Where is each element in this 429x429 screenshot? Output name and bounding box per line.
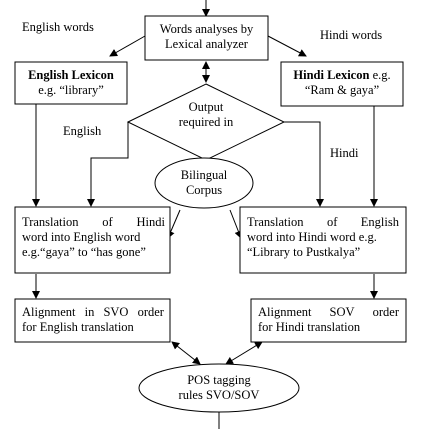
english-to-hindi-translation-box bbox=[239, 206, 407, 274]
hindi-lexicon-text: Hindi Lexicon e.g. “Ram & gaya” bbox=[281, 68, 403, 98]
svo-alignment-box bbox=[14, 298, 171, 343]
hindi-branch-connector bbox=[284, 121, 324, 207]
pos-tagging-ellipse bbox=[138, 363, 300, 413]
english-lexicon-title: English Lexicon bbox=[28, 68, 114, 82]
hindi-to-english-translation-box bbox=[14, 206, 171, 274]
svo-word-1: Alignment bbox=[22, 305, 76, 319]
bilingual-corpus-ellipse bbox=[154, 157, 254, 209]
pos-line-1: POS tagging bbox=[187, 373, 251, 387]
english-lexicon-box bbox=[14, 61, 128, 105]
hindi-words-label: Hindi words bbox=[320, 28, 383, 42]
sov-word-2: SOV bbox=[329, 305, 355, 319]
arrow-to-hindi-lexicon bbox=[267, 35, 307, 57]
hindi-lexicon-title: Hindi Lexicon bbox=[293, 68, 370, 82]
eth-word-3: English bbox=[360, 215, 399, 229]
sov-line-2: for Hindi translation bbox=[258, 320, 361, 334]
decision-line-2: required in bbox=[178, 115, 234, 129]
eth-word-2: of bbox=[326, 215, 338, 229]
sov-to-pos-arrow bbox=[225, 341, 263, 365]
pos-line-2: rules SVO/SOV bbox=[178, 388, 260, 402]
corpus-to-right-translation-arrow bbox=[229, 209, 243, 239]
svo-word-2: in bbox=[84, 305, 95, 319]
sov-alignment-box bbox=[250, 298, 407, 343]
eth-line-2: word into Hindi word e.g. bbox=[247, 230, 377, 244]
hindi-lexicon-example: “Ram & gaya” bbox=[304, 83, 380, 97]
decision-line-1: Output bbox=[188, 100, 224, 114]
hte-word-2: of bbox=[102, 215, 113, 229]
hte-word-3: Hindi bbox=[136, 215, 165, 229]
english-branch-label: English bbox=[63, 124, 102, 138]
corpus-line-1: Bilingual bbox=[180, 168, 228, 182]
english-lexicon-text: English Lexicon e.g. “library” bbox=[15, 68, 127, 98]
svo-line-2: for English translation bbox=[22, 320, 134, 334]
corpus-text: Bilingual Corpus bbox=[160, 168, 248, 198]
sov-alignment-text: Alignment SOV order for Hindi translatio… bbox=[258, 305, 399, 335]
decision-text: Output required in bbox=[156, 100, 256, 130]
hte-word-1: Translation bbox=[22, 215, 79, 229]
lexical-analyzer-box bbox=[144, 15, 269, 61]
hindi-to-english-text: Translation of Hindi word into English w… bbox=[22, 215, 165, 260]
svo-word-3: SVO bbox=[103, 305, 129, 319]
hindi-branch-label: Hindi bbox=[330, 146, 359, 160]
arrow-to-english-lexicon bbox=[109, 35, 146, 57]
svo-alignment-text: Alignment in SVO order for English trans… bbox=[22, 305, 164, 335]
svo-to-pos-arrow bbox=[171, 341, 201, 365]
english-lexicon-example: e.g. “library” bbox=[38, 83, 104, 97]
lexical-line-1: Words analyses by bbox=[159, 22, 254, 36]
hindi-lexicon-box bbox=[280, 61, 404, 107]
sov-word-1: Alignment bbox=[258, 305, 312, 319]
lexical-line-2: Lexical analyzer bbox=[165, 37, 248, 51]
hte-line-2: word into English word bbox=[22, 230, 141, 244]
svo-word-4: order bbox=[137, 305, 164, 319]
eth-word-1: Translation bbox=[247, 215, 304, 229]
hindi-lexicon-eg: e.g. bbox=[369, 68, 391, 82]
lexical-analyzer-text: Words analyses by Lexical analyzer bbox=[145, 22, 268, 52]
pos-tagging-text: POS tagging rules SVO/SOV bbox=[159, 373, 279, 403]
sov-word-3: order bbox=[372, 305, 399, 319]
english-words-label: English words bbox=[22, 20, 94, 34]
corpus-line-2: Corpus bbox=[185, 183, 223, 197]
eth-line-3: “Library to Pustkalya” bbox=[247, 245, 361, 259]
english-branch-connector bbox=[87, 122, 129, 207]
hte-line-3: e.g.“gaya” to “has gone” bbox=[22, 245, 146, 259]
english-to-hindi-text: Translation of English word into Hindi w… bbox=[247, 215, 399, 260]
